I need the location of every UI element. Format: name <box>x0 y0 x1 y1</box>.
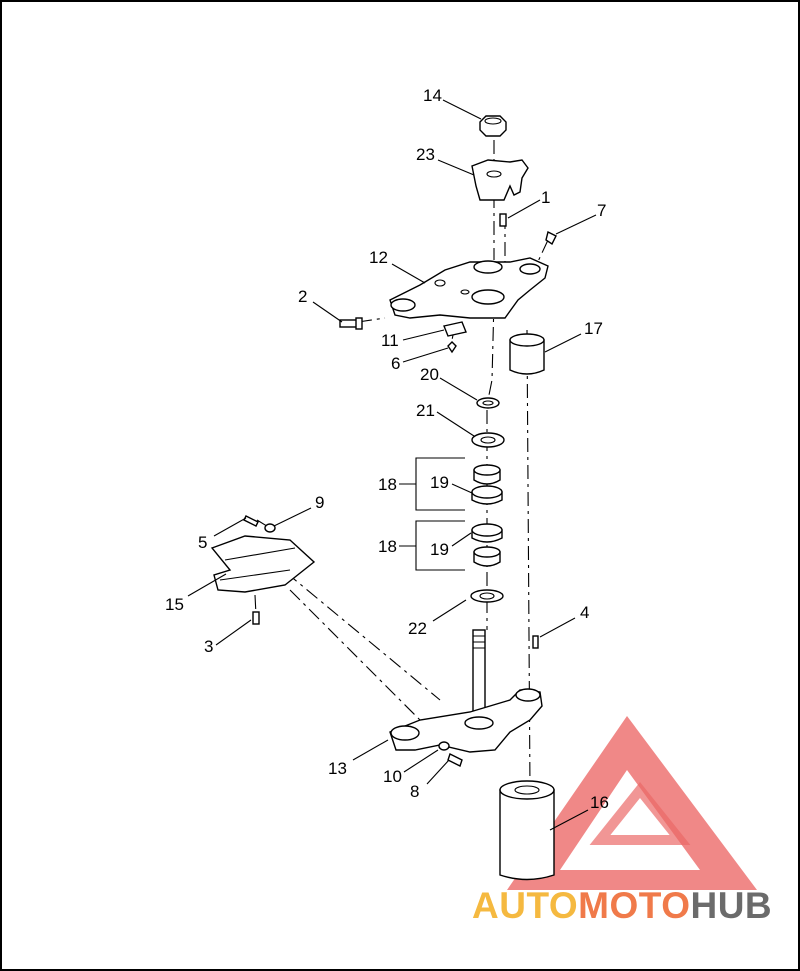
callout-labels: 14 23 1 7 12 2 11 6 20 21 17 18 19 18 19… <box>165 86 609 812</box>
callout-10: 10 <box>383 767 402 786</box>
part-4-screw <box>532 635 539 649</box>
part-17-bushing <box>509 333 545 375</box>
callout-22: 22 <box>408 619 427 638</box>
callout-9: 9 <box>315 493 324 512</box>
part-21-washer <box>471 432 505 448</box>
part-19-upper-bearing <box>471 464 503 505</box>
callout-14: 14 <box>423 86 442 105</box>
assembly-centerlines <box>254 140 549 791</box>
part-23-bracket <box>471 159 529 201</box>
callout-19-lower: 19 <box>430 540 449 559</box>
part-8-bolt <box>447 753 463 767</box>
part-10-washer <box>438 741 450 751</box>
bearing-group-boxes <box>415 457 465 571</box>
part-14-nut <box>479 115 507 137</box>
part-22-washer <box>470 589 504 603</box>
part-13-lower-bracket <box>389 629 543 753</box>
callout-15: 15 <box>165 595 184 614</box>
part-9-washer <box>264 523 276 533</box>
callout-18-upper: 18 <box>378 475 397 494</box>
part-19-lower-bearing <box>471 523 503 567</box>
part-3-screw <box>252 611 260 625</box>
callout-18-lower: 18 <box>378 537 397 556</box>
callout-20: 20 <box>420 365 439 384</box>
callout-17: 17 <box>584 319 603 338</box>
callout-3: 3 <box>204 637 213 656</box>
callout-19-upper: 19 <box>430 473 449 492</box>
part-16-bushing <box>499 780 555 881</box>
part-20-lock-washer <box>476 397 500 409</box>
callout-8: 8 <box>410 782 419 801</box>
part-6-pin <box>447 341 457 354</box>
watermark-logo <box>507 716 757 890</box>
part-5-screw <box>243 515 259 527</box>
callout-7: 7 <box>597 201 606 220</box>
leader-lines <box>187 99 597 831</box>
callout-13: 13 <box>328 759 347 778</box>
callout-4: 4 <box>580 603 589 622</box>
callout-5: 5 <box>198 533 207 552</box>
callout-12: 12 <box>369 248 388 267</box>
part-2-bolt <box>339 317 363 330</box>
callout-11: 11 <box>381 331 399 350</box>
callout-16: 16 <box>590 793 609 812</box>
watermark-text: AUTOMOTOHUB <box>472 885 772 926</box>
callout-23: 23 <box>416 145 435 164</box>
callout-21: 21 <box>416 401 435 420</box>
part-7-screw <box>545 230 557 246</box>
part-1-pin <box>499 213 507 227</box>
callout-6: 6 <box>391 354 400 373</box>
part-11-clip <box>443 321 467 337</box>
part-12-upper-bracket <box>389 257 549 319</box>
part-15-cover <box>210 535 316 593</box>
callout-2: 2 <box>298 287 307 306</box>
callout-1: 1 <box>541 188 550 207</box>
